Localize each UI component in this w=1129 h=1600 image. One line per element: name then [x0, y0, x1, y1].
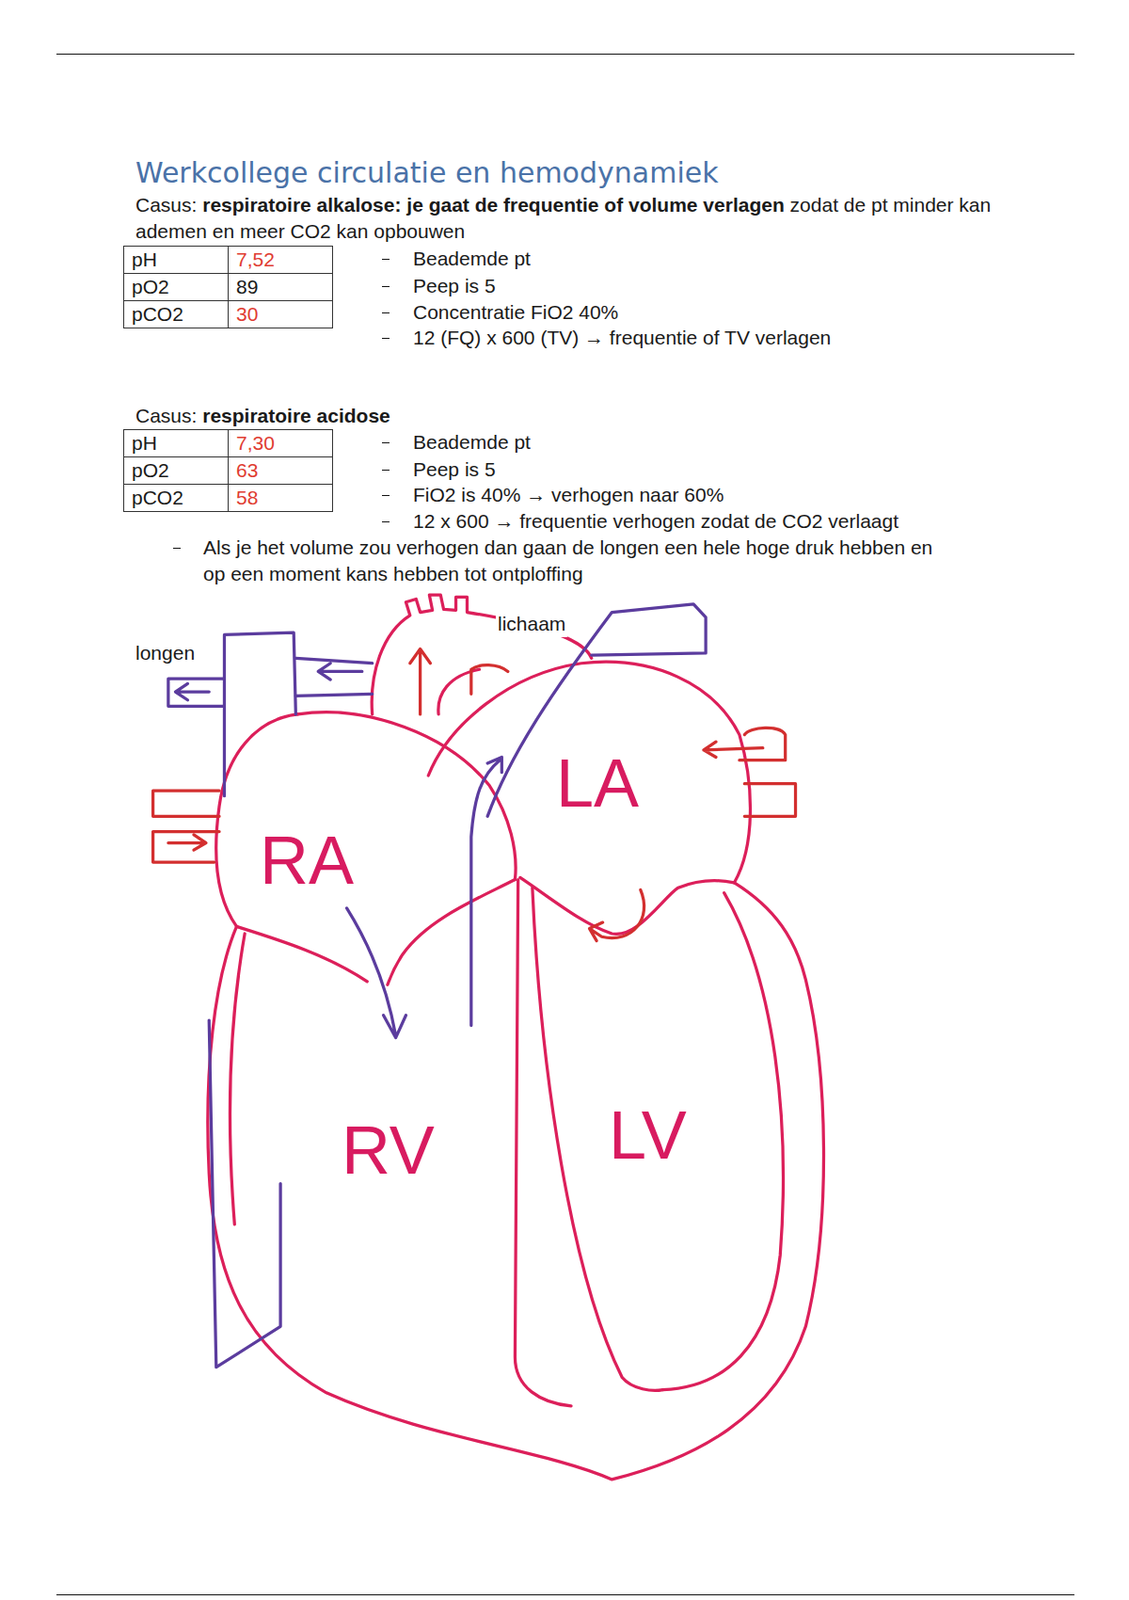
- bullet-dash: [173, 547, 181, 549]
- table-key-cell: pO2: [123, 272, 229, 302]
- chamber-label: RA: [259, 820, 354, 900]
- bullet-dash: [381, 258, 390, 260]
- table-key-cell: pH: [123, 429, 229, 458]
- table-value-cell: 58: [227, 483, 334, 512]
- table-value-cell: 63: [227, 456, 334, 485]
- table-key-cell: pCO2: [123, 483, 229, 512]
- bullet-text: Concentratie FiO2 40%: [413, 299, 619, 326]
- bullet-text: Peep is 5: [413, 272, 496, 300]
- bullet-dash: [381, 521, 390, 523]
- case-paragraph: Casus: respiratoire alkalose: je gaat de…: [135, 191, 992, 245]
- part-name: lichaam: [495, 610, 568, 637]
- bullet-dash: [381, 442, 390, 444]
- table-key-cell: pCO2: [123, 300, 229, 329]
- bullet-dash: [381, 286, 390, 287]
- table-key-cell: pO2: [123, 456, 229, 485]
- header-rule: [56, 53, 1075, 55]
- sub-bullet-text: Als je het volume zou verhogen dan gaan …: [203, 534, 947, 588]
- case-heading: respiratoire acidose: [202, 404, 391, 427]
- bullet-dash: [381, 312, 390, 314]
- bullet-dash: [381, 337, 390, 339]
- bullet-text: FiO2 is 40% → verhogen naar 60%: [413, 481, 724, 509]
- bullet-text: 12 x 600 → frequentie verhogen zodat de …: [413, 508, 899, 535]
- case-label: Casus:: [135, 193, 197, 216]
- table-value-cell: 7,52: [227, 245, 334, 274]
- bullet-text: 12 (FQ) x 600 (TV) → frequentie of TV ve…: [413, 324, 831, 351]
- case-paragraph: Casus: respiratoire acidose: [135, 402, 992, 430]
- table-value-cell: 30: [227, 300, 334, 329]
- bullet-dash: [381, 494, 390, 496]
- part-name: longen: [135, 639, 195, 667]
- chamber-label: LA: [556, 743, 639, 823]
- case-label: Casus:: [135, 404, 197, 427]
- bullet-dash: [381, 469, 390, 471]
- bullet-text: Beademde pt: [413, 429, 531, 456]
- bullet-text: Peep is 5: [413, 456, 496, 483]
- page-title: Werkcollege circulatie en hemodynamiek: [135, 156, 719, 191]
- table-value-cell: 7,30: [227, 429, 334, 458]
- case-heading: respiratoire alkalose: je gaat de freque…: [202, 193, 785, 216]
- bullet-text: Beademde pt: [413, 245, 531, 272]
- table-value-cell: 89: [227, 272, 334, 302]
- chamber-label: RV: [341, 1110, 435, 1190]
- chamber-label: LV: [608, 1095, 687, 1175]
- table-key-cell: pH: [123, 245, 229, 274]
- footer-rule: [56, 1593, 1075, 1595]
